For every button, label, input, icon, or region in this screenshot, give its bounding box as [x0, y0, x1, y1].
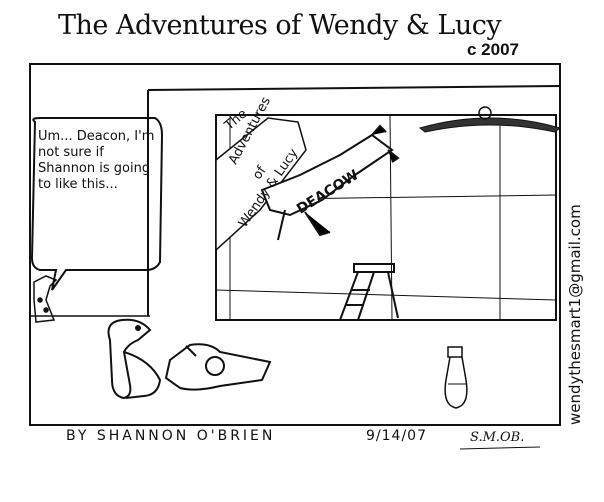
author-byline: BY SHANNON O'BRIEN: [66, 428, 276, 444]
step-ladder: [339, 263, 399, 321]
wall-top-line: [147, 85, 561, 91]
comic-date: 9/14/07: [366, 428, 427, 444]
comic-title: The Adventures of Wendy & Lucy: [58, 10, 502, 41]
author-signature: S.M.OB.: [470, 430, 525, 445]
signature-underline: [459, 446, 541, 450]
author-email: wendythesmart1@gmail.com: [566, 204, 584, 425]
speech-bubble: [30, 117, 164, 291]
giraffe-toy: [33, 275, 58, 323]
painting-canvas: [215, 114, 557, 321]
dog-lucy: [164, 343, 272, 391]
paint-bottle: [444, 346, 468, 409]
dog-wendy: [107, 318, 162, 400]
comic-panel: [29, 63, 561, 426]
ceiling-light: [418, 106, 562, 133]
copyright-notice: c 2007: [467, 40, 519, 59]
speech-text: Um... Deacon, I'm not sure if Shannon is…: [38, 129, 155, 192]
